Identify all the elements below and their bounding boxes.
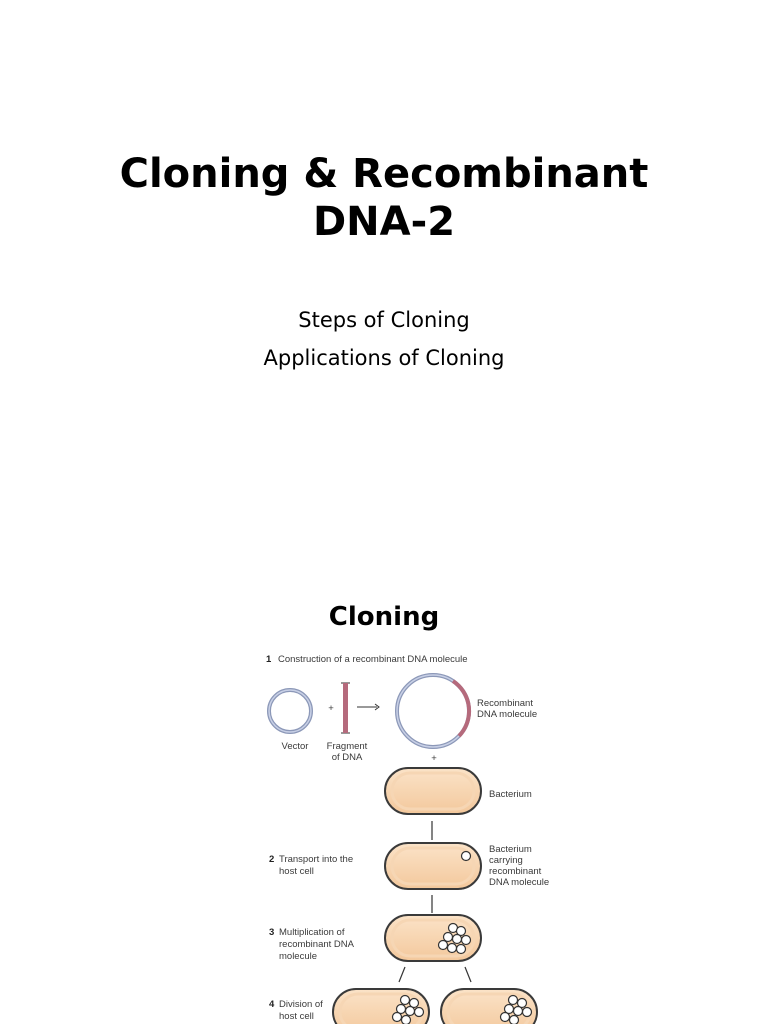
title-slide: Cloning & Recombinant DNA-2 Steps of Clo… [0, 150, 768, 370]
dna-fragment-icon [341, 682, 350, 734]
carrying-label-line1: Bacterium [489, 844, 532, 855]
bacterium-with-plasmid-icon [384, 842, 482, 890]
bacterium-icon [384, 767, 482, 815]
recombinant-plasmid-icon [395, 673, 472, 749]
subtitle-steps: Steps of Cloning [298, 308, 470, 332]
carrying-label-line2: carrying [489, 855, 523, 866]
step4-number: 4 [269, 999, 275, 1010]
step3-label-line2: recombinant DNA [279, 939, 355, 950]
step2-label-line1: Transport into the [279, 854, 353, 865]
step3-label-line3: molecule [279, 951, 317, 962]
carrying-label-line4: DNA molecule [489, 877, 549, 888]
plus-sign-2: + [431, 753, 437, 764]
step1-number: 1 [266, 654, 272, 665]
arrow-diag-right [464, 966, 472, 983]
recombinant-label-line2: DNA molecule [477, 709, 537, 720]
daughter-cell-right-icon [440, 988, 538, 1024]
arrow-right-icon [357, 703, 380, 711]
bacterium-multiplied-plasmids-icon [384, 914, 482, 962]
bacterium-label: Bacterium [489, 789, 532, 800]
recombinant-label-line1: Recombinant [477, 698, 533, 709]
step2-label-line2: host cell [279, 866, 314, 877]
arrow-diag-left [398, 966, 406, 983]
vector-label: Vector [282, 741, 309, 752]
slide-title-line1: Cloning & Recombinant [119, 151, 649, 197]
cloning-slide-title: Cloning [328, 602, 440, 632]
step3-number: 3 [269, 927, 274, 938]
slide-title: Cloning & Recombinant DNA-2 [0, 150, 768, 246]
fragment-label-line1: Fragment [327, 741, 368, 752]
step4-label-line2: host cell [279, 1011, 314, 1022]
step1-label: Construction of a recombinant DNA molecu… [278, 654, 468, 665]
subtitle-applications: Applications of Cloning [263, 346, 505, 370]
daughter-cell-left-icon [332, 988, 430, 1024]
carrying-label-line3: recombinant [489, 866, 542, 877]
fragment-label-line2: of DNA [332, 752, 363, 763]
plus-sign-1: + [328, 703, 334, 714]
vector-plasmid-icon [267, 688, 313, 734]
step2-number: 2 [269, 854, 274, 865]
step4-label-line1: Division of [279, 999, 323, 1010]
slide-title-line2: DNA-2 [312, 199, 456, 245]
step3-label-line1: Multiplication of [279, 927, 345, 938]
cloning-diagram: 1 Construction of a recombinant DNA mole… [255, 645, 575, 1024]
